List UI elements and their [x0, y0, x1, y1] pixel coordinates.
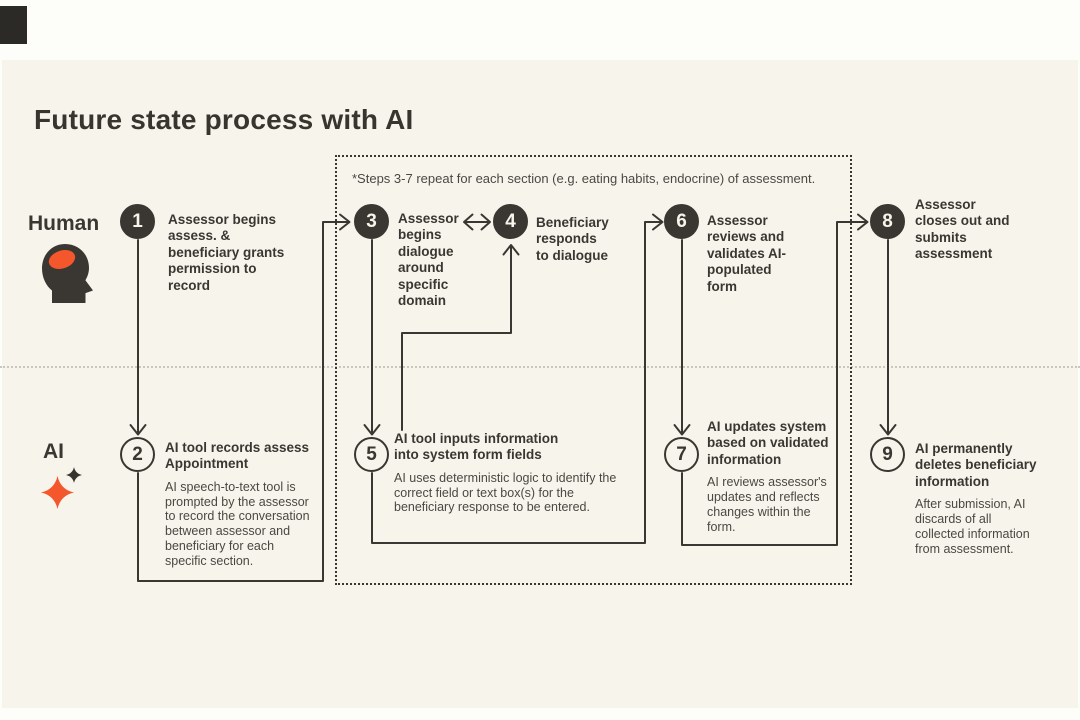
- page-title: Future state process with AI: [34, 104, 414, 135]
- lane-label-human: Human: [28, 212, 100, 235]
- screen-corner-artifact: [0, 6, 27, 44]
- step-title: Assessor begins dialogue around specific…: [398, 211, 459, 309]
- step-description: AI uses deterministic logic to identify …: [394, 470, 617, 515]
- step-title: Assessor reviews and validates AI-popula…: [707, 213, 787, 294]
- step-title: Assessor begins assess. & beneficiary gr…: [168, 212, 285, 293]
- step-text-7: AI updates system based on validated inf…: [707, 419, 839, 534]
- step-node-5: 5: [354, 437, 389, 472]
- step-description: After submission, AI discards of all col…: [915, 497, 1030, 556]
- step-node-7: 7: [664, 437, 699, 472]
- step-text-5: AI tool inputs information into system f…: [394, 431, 616, 515]
- step-text-1: Assessor begins assess. & beneficiary gr…: [168, 212, 293, 294]
- step-text-3: Assessor begins dialogue around specific…: [398, 211, 472, 310]
- repeat-note: *Steps 3-7 repeat for each section (e.g.…: [352, 171, 816, 186]
- step-title: Beneficiary responds to dialogue: [536, 215, 609, 263]
- step-node-9: 9: [870, 437, 905, 472]
- lane-label-ai: AI: [43, 440, 64, 463]
- sparkle-icon: [41, 476, 74, 514]
- step-title: AI updates system based on validated inf…: [707, 419, 829, 467]
- step-node-4: 4: [493, 204, 528, 239]
- step-title: AI tool records assess Appointment: [165, 440, 310, 472]
- step-description: AI reviews assessor's updates and reflec…: [707, 475, 827, 534]
- step-node-1: 1: [120, 204, 155, 239]
- step-title: AI tool inputs information into system f…: [394, 431, 559, 463]
- step-title: AI permanently deletes beneficiary infor…: [915, 441, 1037, 489]
- step-text-6: Assessor reviews and validates AI-popula…: [707, 213, 799, 295]
- step-text-9: AI permanently deletes beneficiary infor…: [915, 441, 1051, 556]
- step-node-3: 3: [354, 204, 389, 239]
- step-description: AI speech-to-text tool is prompted by th…: [165, 479, 310, 568]
- step-text-4: Beneficiary responds to dialogue: [536, 215, 612, 264]
- step-node-6: 6: [664, 204, 699, 239]
- sparkle-small-icon: [66, 467, 82, 488]
- step-node-8: 8: [870, 204, 905, 239]
- step-text-2: AI tool records assess Appointment AI sp…: [165, 440, 320, 568]
- step-text-8: Assessor closes out and submits assessme…: [915, 197, 1015, 263]
- step-title: Assessor closes out and submits assessme…: [915, 197, 1010, 262]
- step-node-2: 2: [120, 437, 155, 472]
- human-head-brain-icon: [38, 243, 97, 308]
